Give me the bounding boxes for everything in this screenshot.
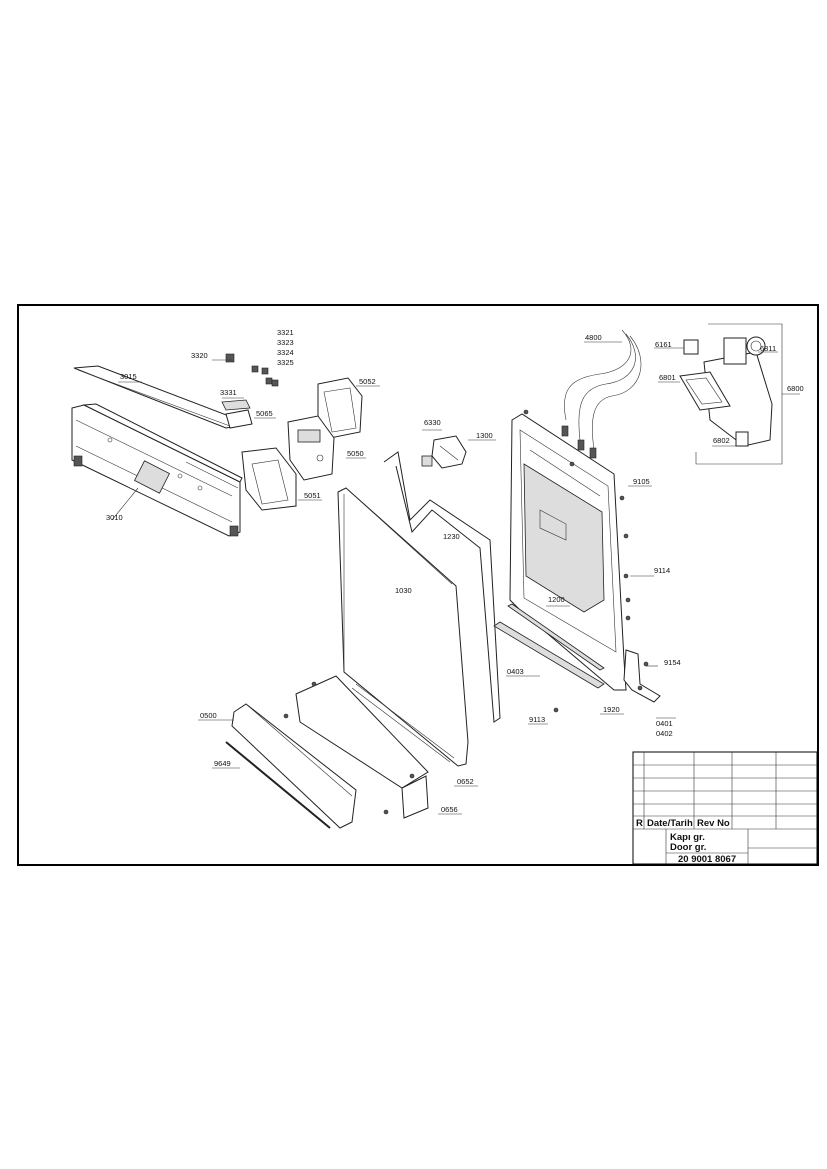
drawing-frame (17, 304, 819, 866)
kick-plate-panel-0652 (295, 675, 455, 789)
switch-5065 (225, 409, 253, 429)
label-9154: 9154 (664, 658, 681, 667)
label-0403: 0403 (507, 667, 524, 676)
label-1200: 1200 (548, 595, 565, 604)
door-inner-panel-1030 (337, 487, 469, 767)
door-outer-1200 (509, 413, 627, 691)
label-9114: 9114 (654, 566, 670, 575)
label-4800: 4800 (585, 333, 602, 342)
label-6811: 6811 (760, 344, 776, 353)
title-block-r-column: R (636, 818, 643, 829)
label-9113: 9113 (529, 715, 545, 724)
label-0652: 0652 (457, 777, 474, 786)
title-block-title-en: Door gr. (670, 842, 706, 853)
label-9649: 9649 (214, 759, 231, 768)
label-6330: 6330 (424, 418, 441, 427)
kick-plate-0500 (231, 703, 357, 829)
label-5051: 5051 (304, 491, 321, 500)
label-1920: 1920 (603, 705, 620, 714)
label-3321: 3321 (277, 328, 294, 337)
label-0401: 0401 (656, 719, 673, 728)
label-0656: 0656 (441, 805, 458, 814)
leader-lines (111, 341, 800, 815)
lock-part-6330 (421, 455, 433, 467)
seal-strip-9649 (225, 741, 331, 829)
label-3331: 3331 (220, 388, 237, 397)
label-6802: 6802 (713, 436, 730, 445)
dispenser-lid-6801 (679, 371, 731, 411)
label-5065: 5065 (256, 409, 273, 418)
label-3323: 3323 (277, 338, 294, 347)
label-1030: 1030 (395, 586, 412, 595)
label-5052: 5052 (359, 377, 376, 386)
label-3010: 3010 (106, 513, 123, 522)
label-3324: 3324 (277, 348, 294, 357)
strip-1920 (507, 603, 605, 671)
kick-plate-end-0656 (401, 775, 429, 819)
title-block-drawing-number: 20 9001 8067 (678, 854, 736, 865)
strip-0403 (493, 621, 605, 689)
gasket-1230 (383, 451, 501, 723)
screws (283, 409, 649, 815)
label-5050: 5050 (347, 449, 364, 458)
hinge-0401-0402 (623, 649, 661, 703)
label-6161: 6161 (655, 340, 672, 349)
card-5050 (287, 415, 335, 481)
door-lock-1300 (431, 435, 467, 469)
title-block (632, 751, 818, 865)
detergent-dispenser-6800 (703, 336, 773, 447)
label-0402: 0402 (656, 729, 673, 738)
control-panel-3010 (71, 403, 243, 537)
card-5051 (241, 447, 297, 511)
display-window-3331 (221, 399, 251, 411)
dispenser-part-6161 (683, 339, 699, 355)
label-3320: 3320 (191, 351, 208, 360)
label-0500: 0500 (200, 711, 217, 720)
title-block-date-column: Date/Tarih (647, 818, 693, 829)
label-6800: 6800 (787, 384, 804, 393)
label-6801: 6801 (659, 373, 676, 382)
label-1300: 1300 (476, 431, 493, 440)
title-block-title-tr: Kapı gr. (670, 832, 705, 843)
wiring-harness-4800 (561, 329, 642, 459)
button-3320 (225, 353, 235, 363)
label-1230: 1230 (443, 532, 460, 541)
title-block-rev-column: Rev No (697, 818, 730, 829)
label-3325: 3325 (277, 358, 294, 367)
label-9105: 9105 (633, 477, 650, 486)
label-3015: 3015 (120, 372, 137, 381)
dispenser-part-6802 (735, 431, 749, 447)
button-group-3321-3325 (251, 365, 279, 387)
